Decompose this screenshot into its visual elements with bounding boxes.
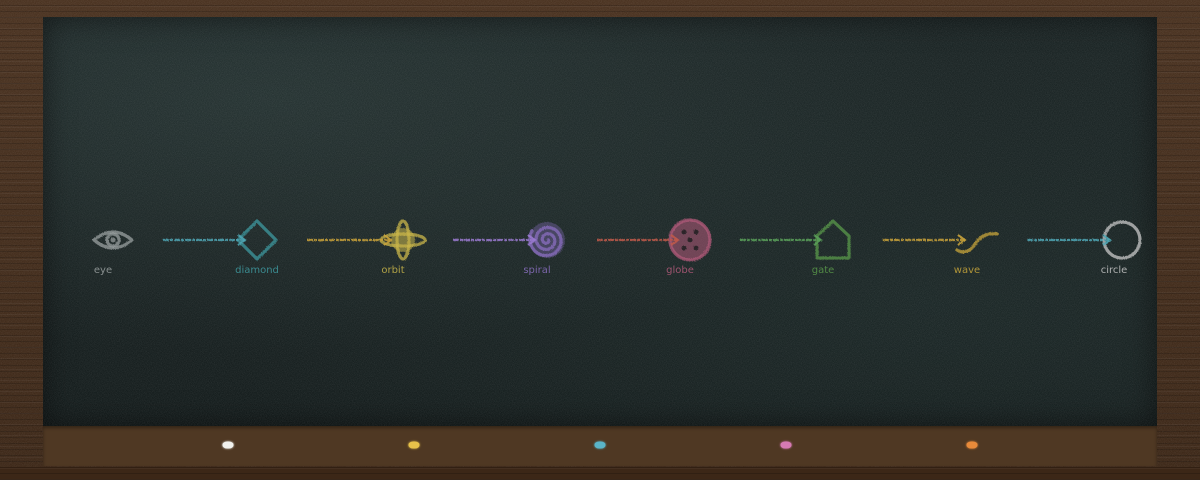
chalk-arrow xyxy=(163,234,247,246)
symbol-label: gate xyxy=(811,265,835,276)
globe-icon[interactable] xyxy=(668,218,712,262)
chalk-arrow xyxy=(597,234,680,246)
symbol-label: globe xyxy=(666,265,694,276)
chalk-white-piece[interactable] xyxy=(222,441,234,449)
diamond-icon[interactable] xyxy=(236,219,278,261)
symbol-label: circle xyxy=(1100,265,1128,276)
chalk-arrow xyxy=(307,234,393,246)
symbol-label: orbit xyxy=(381,265,405,276)
chalk-yellow-piece[interactable] xyxy=(408,441,420,449)
chalk-orange-piece[interactable] xyxy=(966,441,978,449)
chalk-arrow xyxy=(740,234,823,246)
symbol-label: eye xyxy=(93,265,113,276)
spiral-icon[interactable] xyxy=(528,222,565,258)
chalk-dust-texture xyxy=(43,17,1157,426)
symbol-label: spiral xyxy=(523,265,551,276)
eye-icon[interactable] xyxy=(92,230,134,250)
chalk-blue-piece[interactable] xyxy=(594,441,606,449)
chalk-arrow xyxy=(883,234,967,246)
chalk-arrow xyxy=(1027,234,1112,246)
chalk-arrow xyxy=(453,234,537,246)
symbol-label: wave xyxy=(953,265,981,276)
chalk-pink-piece[interactable] xyxy=(780,441,792,449)
symbol-label: diamond xyxy=(235,265,279,276)
wave-icon[interactable] xyxy=(955,232,999,254)
